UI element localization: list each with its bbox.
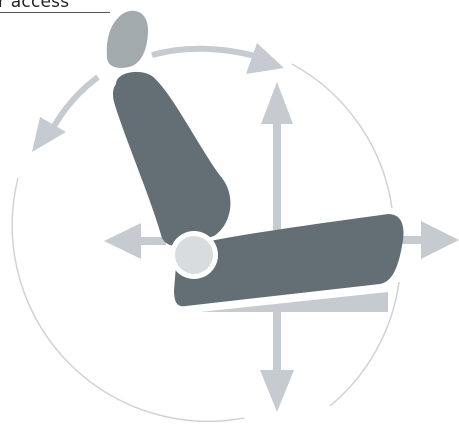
headrest [107,11,148,68]
callout-label: r access [0,0,69,12]
seat-hinge-knob [175,236,213,274]
height-arrow-up-head [261,82,293,124]
tilt-arrow-forward-shaft [152,49,255,56]
fore-arrow-head [421,221,459,259]
backrest [113,72,230,246]
tilt-arrow-back-shaft [53,77,98,128]
height-arrow-up-shaft [273,122,281,230]
aft-arrow-shaft [138,237,166,245]
tilt-arrow-forward-head [246,43,284,74]
adjustment-range-circle [292,64,392,208]
height-arrow-down-head [260,370,294,412]
tilt-arrow-back-head [32,117,66,152]
height-arrow-down-shaft [273,312,281,372]
aft-arrow-head [104,223,141,259]
